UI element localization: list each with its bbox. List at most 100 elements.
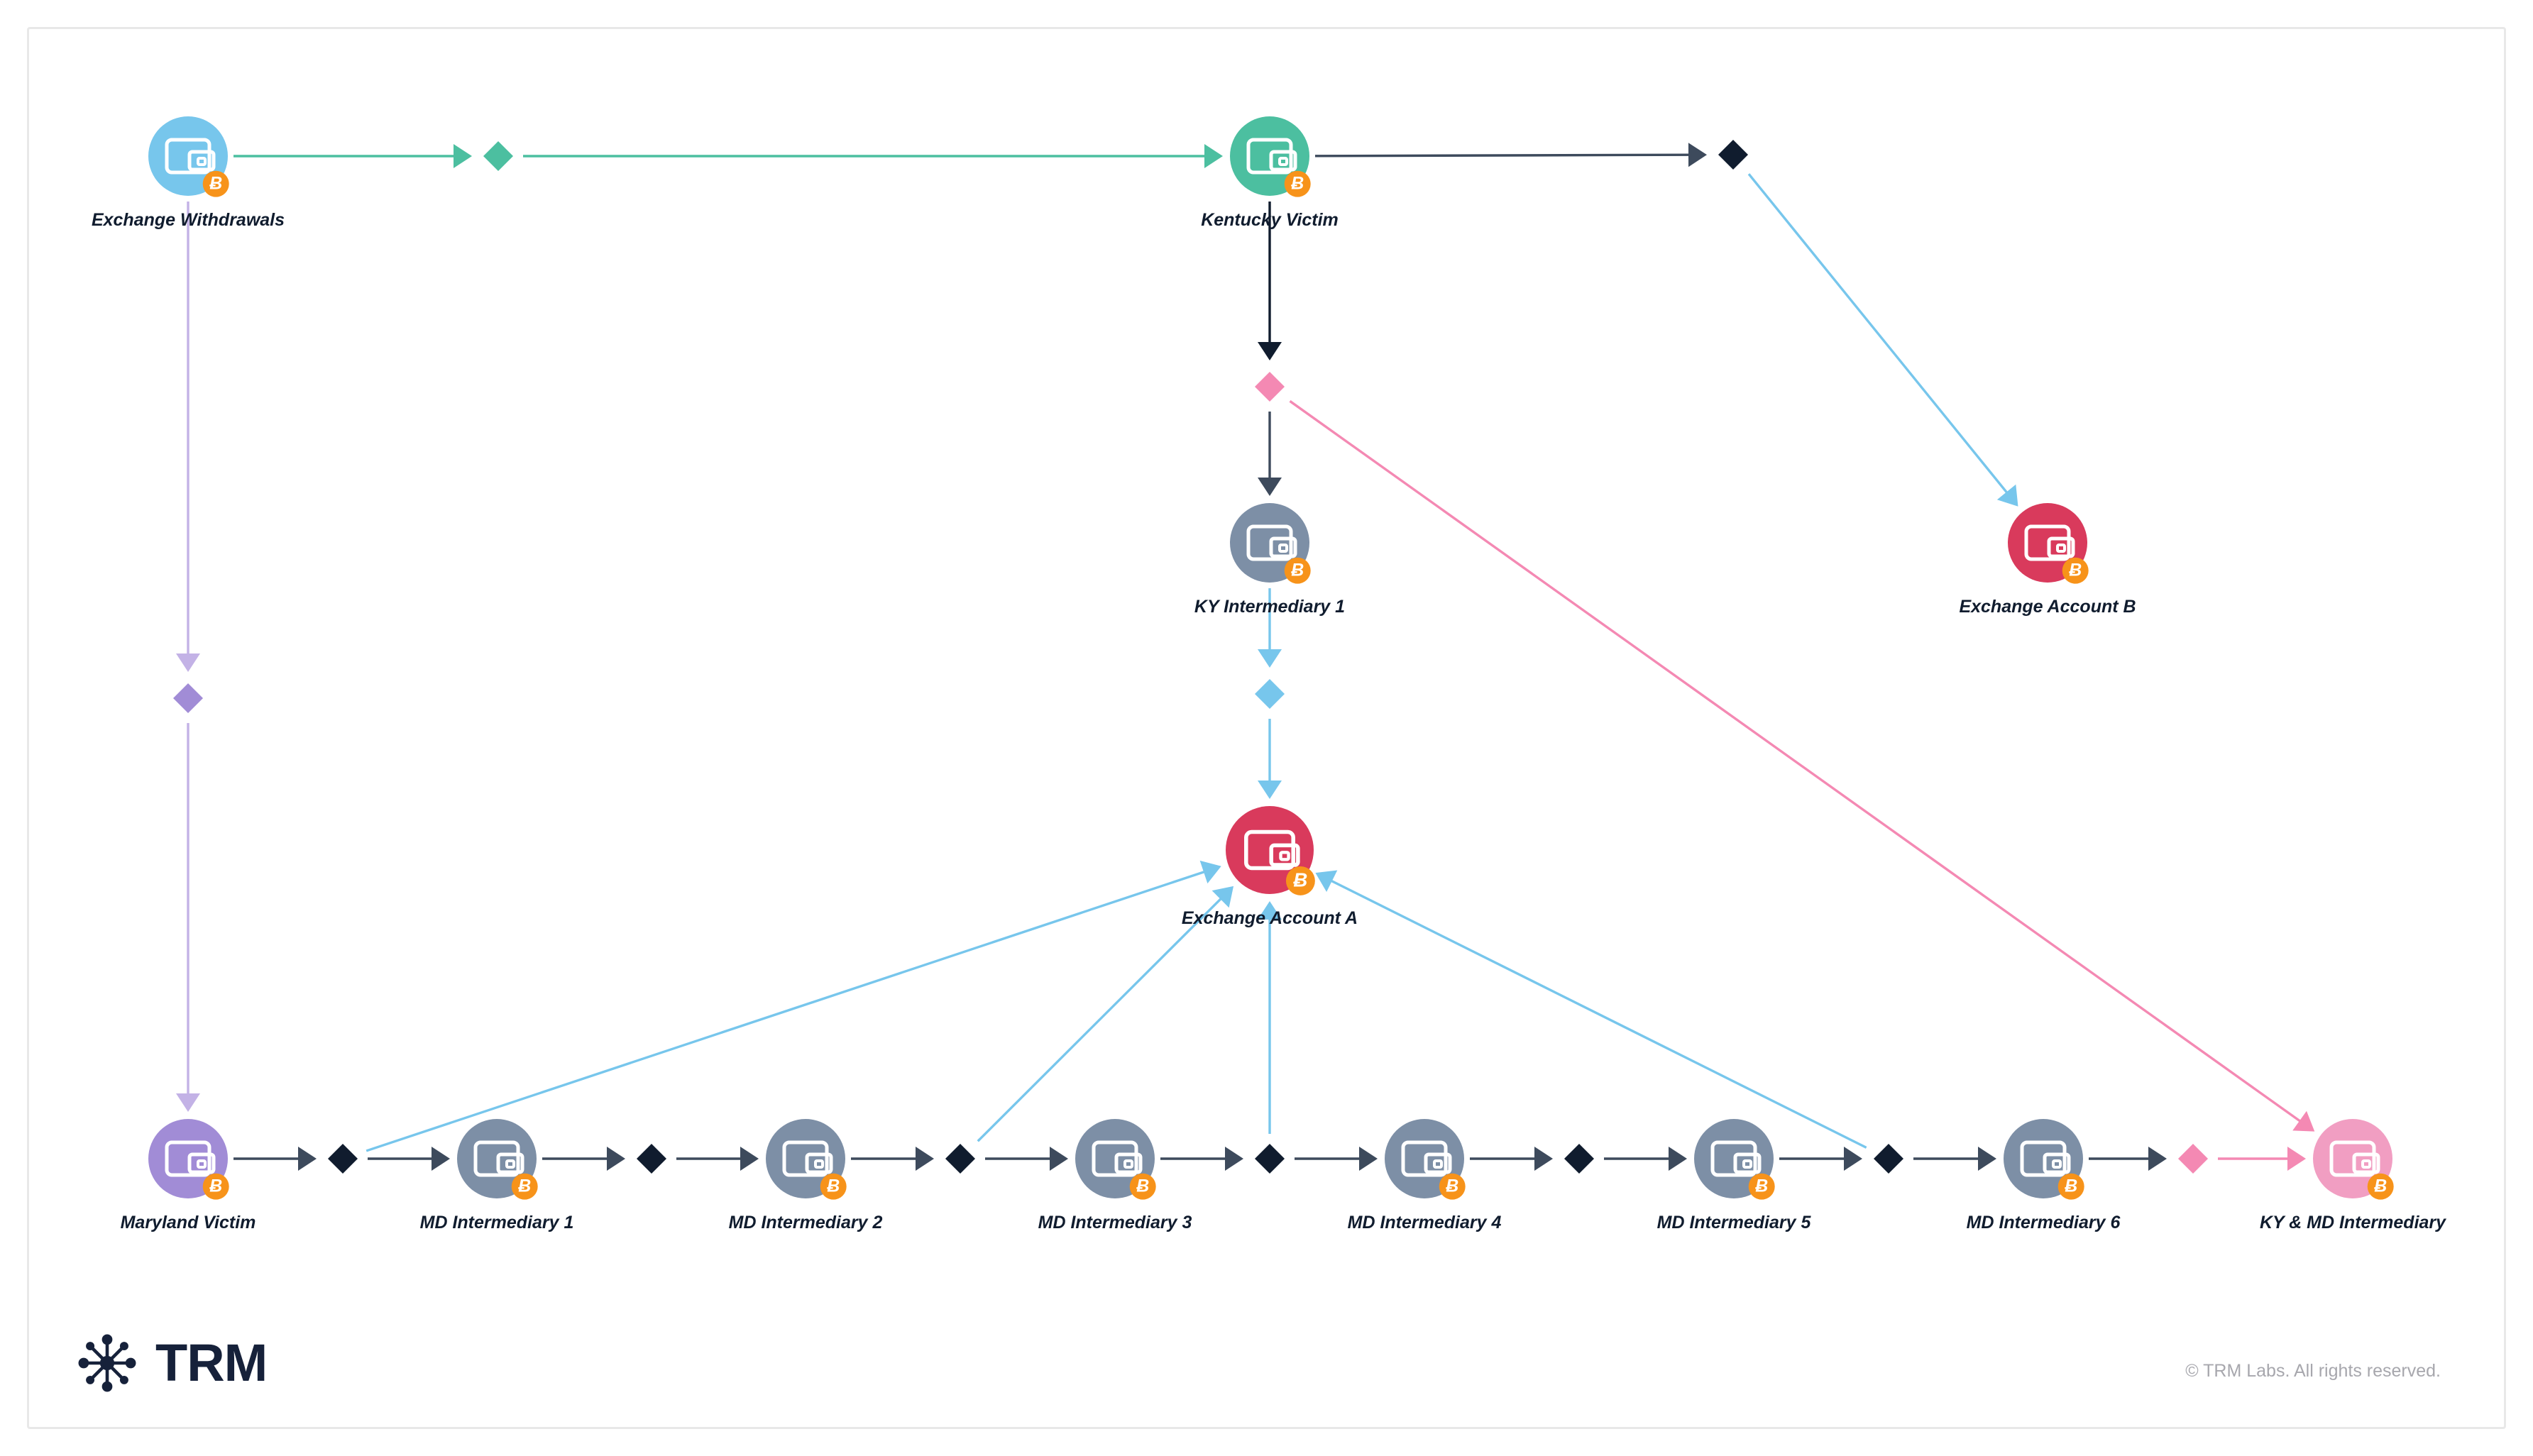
diamond-icon — [1718, 140, 1748, 170]
flow-diamond-diamond-black-md-1[interactable] — [328, 1144, 358, 1174]
graph-node-exchange-account-b[interactable]: Ƀ Exchange Account B — [1959, 503, 2136, 617]
arrowhead — [1204, 144, 1223, 168]
node-label: MD Intermediary 1 — [420, 1213, 574, 1232]
diamond-icon — [483, 141, 513, 171]
graph-node-md-intermediary-4[interactable]: Ƀ MD Intermediary 4 — [1348, 1119, 1502, 1232]
node-label: Exchange Account B — [1959, 597, 2136, 617]
flow-edge — [985, 1147, 1068, 1171]
flow-edge — [1470, 1147, 1553, 1171]
arrowhead — [298, 1147, 317, 1171]
flow-diamond-diamond-blue-ky[interactable] — [1255, 679, 1285, 709]
flow-diamond-diamond-black-md-2[interactable] — [637, 1144, 666, 1174]
node-label: KY Intermediary 1 — [1194, 597, 1345, 617]
diamond-icon — [945, 1144, 975, 1174]
arrowhead — [1258, 901, 1282, 920]
arrowhead — [1199, 860, 1221, 884]
graph-node-ky-intermediary-1[interactable]: Ƀ KY Intermediary 1 — [1194, 503, 1345, 617]
graph-node-md-intermediary-6[interactable]: Ƀ MD Intermediary 6 — [1967, 1119, 2121, 1232]
flow-diamond-diamond-pink-ky[interactable] — [1255, 372, 1285, 402]
arrowhead — [1978, 1147, 1996, 1171]
flow-edge — [1160, 1147, 1243, 1171]
arrowhead — [1688, 143, 1708, 167]
arrowhead — [740, 1147, 759, 1171]
flow-edge — [523, 144, 1223, 168]
svg-text:Ƀ: Ƀ — [1292, 869, 1307, 891]
flow-diamond-diamond-pink-kymd[interactable] — [2178, 1144, 2208, 1174]
node-label: MD Intermediary 5 — [1657, 1213, 1812, 1232]
diamond-icon — [1255, 679, 1285, 709]
flow-edge — [2089, 1147, 2167, 1171]
arrowhead — [1258, 478, 1282, 496]
node-label: MD Intermediary 6 — [1967, 1213, 2121, 1232]
arrowhead — [176, 1093, 200, 1112]
arrowhead — [1534, 1147, 1553, 1171]
arrowhead — [1225, 1147, 1243, 1171]
flow-edge — [1258, 412, 1282, 496]
flow-edge — [1314, 143, 1708, 167]
flow-diamond-diamond-black-md-5[interactable] — [1564, 1144, 1594, 1174]
flow-edge — [1258, 202, 1282, 360]
diamond-icon — [637, 1144, 666, 1174]
node-label: MD Intermediary 3 — [1038, 1213, 1192, 1232]
arrowhead — [1258, 781, 1282, 799]
flow-edge — [233, 144, 472, 168]
arrowhead — [1315, 870, 1338, 892]
arrowhead — [1258, 649, 1282, 668]
flow-diamond-diamond-black-md-4[interactable] — [1255, 1144, 1285, 1174]
diamond-icon — [1874, 1144, 1903, 1174]
arrowhead — [607, 1147, 625, 1171]
logo-wordmark: TRM — [155, 1333, 268, 1392]
bitcoin-badge-icon: Ƀ — [2057, 1173, 2084, 1200]
svg-text:Ƀ: Ƀ — [1445, 1176, 1458, 1196]
flow-edge — [676, 1147, 759, 1171]
svg-text:Ƀ: Ƀ — [2373, 1176, 2387, 1196]
node-label: Exchange Withdrawals — [92, 210, 285, 230]
svg-text:Ƀ: Ƀ — [1136, 1176, 1149, 1196]
flow-edge — [2218, 1147, 2306, 1171]
svg-text:Ƀ: Ƀ — [1290, 174, 1304, 194]
bitcoin-badge-icon: Ƀ — [1284, 170, 1311, 197]
graph-node-md-intermediary-3[interactable]: Ƀ MD Intermediary 3 — [1038, 1119, 1192, 1232]
bitcoin-badge-icon: Ƀ — [1748, 1173, 1775, 1200]
arrowhead — [1996, 484, 2018, 507]
flow-edge — [176, 723, 200, 1112]
svg-text:Ƀ: Ƀ — [209, 1176, 222, 1196]
arrowhead — [1359, 1147, 1378, 1171]
flow-diamond-diamond-black-top-right[interactable] — [1718, 140, 1748, 170]
arrowhead — [2287, 1147, 2306, 1171]
copyright-text: © TRM Labs. All rights reserved. — [2185, 1361, 2441, 1381]
diamond-icon — [1255, 372, 1285, 402]
flow-edge — [1604, 1147, 1687, 1171]
svg-text:Ƀ: Ƀ — [826, 1176, 840, 1196]
diamond-icon — [328, 1144, 358, 1174]
svg-text:Ƀ: Ƀ — [2064, 1176, 2077, 1196]
flow-diamond-diamond-green-top[interactable] — [483, 141, 513, 171]
arrowhead — [1211, 886, 1234, 908]
node-label: MD Intermediary 2 — [729, 1213, 883, 1232]
arrowhead — [2292, 1110, 2315, 1132]
flow-diamond-diamond-black-md-3[interactable] — [945, 1144, 975, 1174]
arrowhead — [1669, 1147, 1687, 1171]
arrowhead — [1844, 1147, 1862, 1171]
diamond-icon — [1255, 1144, 1285, 1174]
graph-node-ky-md-intermediary[interactable]: ɃKY & MD Intermediary — [2260, 1119, 2446, 1232]
diamond-icon — [2178, 1144, 2208, 1174]
edge-layer — [176, 143, 2315, 1171]
flow-diamond-diamond-black-md-6[interactable] — [1874, 1144, 1903, 1174]
bitcoin-badge-icon: Ƀ — [1284, 557, 1311, 584]
graph-node-md-intermediary-2[interactable]: Ƀ MD Intermediary 2 — [729, 1119, 883, 1232]
bitcoin-badge-icon: Ƀ — [2062, 557, 2089, 584]
flow-edge — [542, 1147, 625, 1171]
node-label: MD Intermediary 4 — [1348, 1213, 1502, 1232]
flow-diamond-diamond-purple-md[interactable] — [173, 683, 203, 713]
graph-node-md-intermediary-5[interactable]: Ƀ MD Intermediary 5 — [1657, 1119, 1812, 1232]
flow-edge — [233, 1147, 317, 1171]
arrowhead — [176, 653, 200, 672]
graph-node-md-intermediary-1[interactable]: ɃMD Intermediary 1 — [420, 1119, 574, 1232]
